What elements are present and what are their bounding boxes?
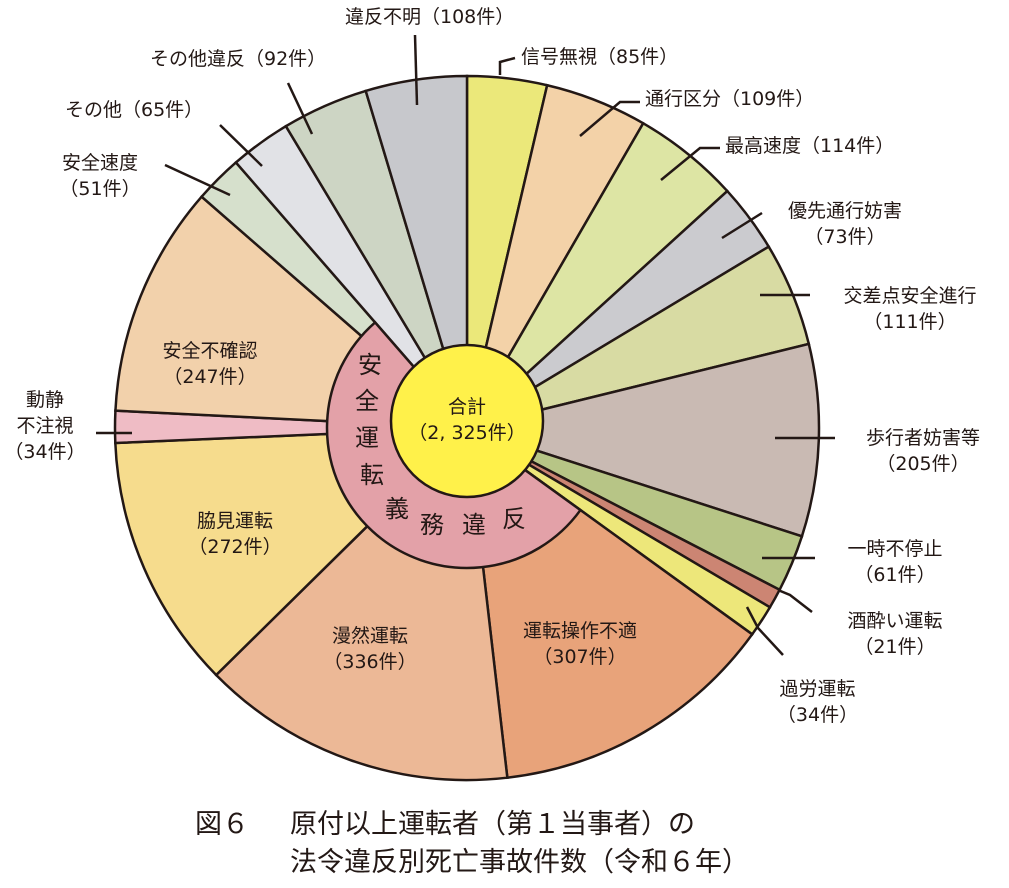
label-safety-unconfirmed: 安全不確認 （247件） (162, 340, 258, 388)
label-pedestrian-obstruction: 歩行者妨害等 （205件） (865, 427, 980, 475)
figure-caption: 図６ 原付以上運転者（第１当事者）の 法令違反別死亡事故件数（令和６年） (195, 806, 749, 882)
label-intersection-safety: 交差点安全進行 （111件） (843, 285, 977, 333)
caption-line-1: 原付以上運転者（第１当事者）の (290, 809, 695, 840)
center-total-label: 合計 （2, 325件） (408, 396, 526, 444)
ring-char-1: 全 (355, 387, 379, 415)
label-other-violation: その他違反（92件） (150, 48, 327, 70)
caption-line-2: 法令違反別死亡事故件数（令和６年） (290, 847, 749, 878)
figure-number: 図６ (195, 809, 249, 840)
label-stop-violation: 一時不停止 （61件） (847, 538, 943, 586)
ring-char-5: 務 (420, 511, 444, 539)
leader-lines (96, 34, 835, 656)
ring-char-4: 義 (385, 495, 409, 523)
label-movement-inattention: 動静 不注視 （34件） (4, 389, 86, 463)
label-other: その他（65件） (65, 99, 204, 121)
label-drunk-driving: 酒酔い運転 （21件） (847, 610, 943, 658)
label-careless-driving: 漫然運転 （336件） (323, 625, 417, 673)
ring-char-7: 反 (502, 505, 526, 533)
label-max-speed: 最高速度（114件） (725, 135, 895, 157)
label-unknown-violation: 違反不明（108件） (345, 6, 515, 28)
ring-char-0: 安 (358, 351, 382, 379)
label-improper-operation: 運転操作不適 （307件） (522, 620, 637, 668)
label-priority-obstruction: 優先通行妨害 （73件） (787, 200, 902, 248)
center-total-circle (389, 343, 545, 499)
ring-char-3: 転 (360, 461, 384, 489)
label-signal-ignore: 信号無視（85件） (521, 46, 679, 68)
label-inattentive-driving: 脇見運転 （272件） (188, 510, 282, 558)
ring-char-2: 運 (355, 424, 379, 452)
label-lane-division: 通行区分（109件） (645, 88, 815, 110)
label-fatigue-driving: 過労運転 （34件） (776, 678, 859, 726)
pie-slice-5 (462, 342, 821, 538)
label-safe-speed: 安全速度 （51件） (59, 152, 141, 200)
ring-char-6: 違 (462, 511, 486, 539)
